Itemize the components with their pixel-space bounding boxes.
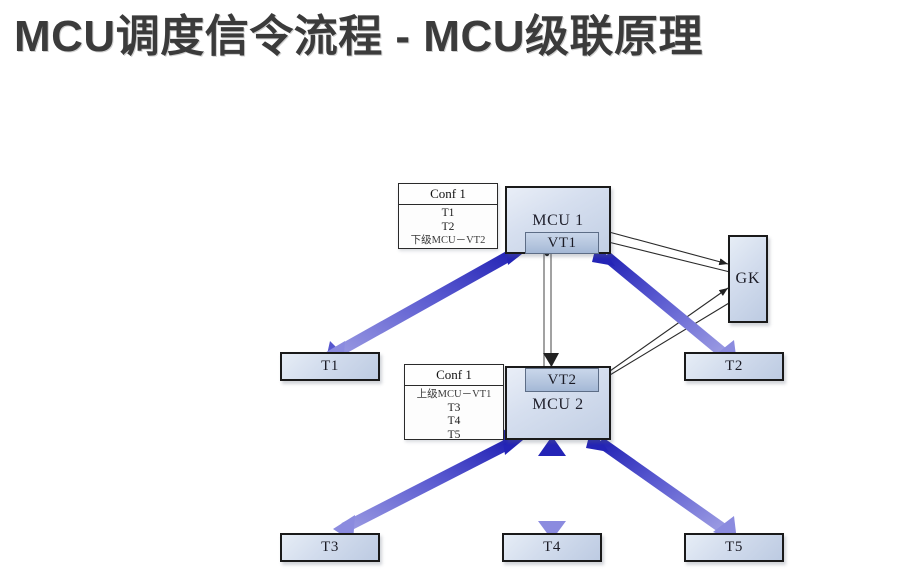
node-terminal-t5[interactable]: T5 [684,533,784,562]
node-terminal-t3-label: T3 [321,539,339,555]
node-terminal-t1-label: T1 [321,358,339,374]
link-mcu2-t3 [333,428,523,542]
node-vt1-label: VT1 [547,234,577,251]
node-mcu1[interactable]: MCU 1 VT1 [505,186,611,254]
node-terminal-t2[interactable]: T2 [684,352,784,381]
node-terminal-t4-label: T4 [543,539,561,555]
wire-vt1-to-gk [608,231,729,266]
node-vt2[interactable]: VT2 [525,368,599,392]
node-terminal-t5-label: T5 [725,539,743,555]
link-mcu1-t1 [324,248,520,368]
node-mcu1-label: MCU 1 [532,212,584,229]
conf-lower-body: 上级MCU－VT1 T3 T4 T5 [405,386,503,445]
conf-lower-header: Conf 1 [405,365,503,386]
conf-table-lower: Conf 1 上级MCU－VT1 T3 T4 T5 [404,364,504,441]
node-terminal-t4[interactable]: T4 [502,533,602,562]
node-terminal-t2-label: T2 [725,358,743,374]
page-title: MCU调度信令流程 - MCU级联原理 [14,12,704,61]
node-gk-label: GK [735,270,761,287]
conf-upper-body: T1 T2 下级MCU－VT2 [399,205,497,251]
link-mcu1-t2 [592,242,737,364]
node-mcu2-label: MCU 2 [532,396,584,413]
conf-lower-row-1: T3 [447,401,461,414]
conf-upper-row-2: 下级MCU－VT2 [410,235,486,246]
link-mcu2-t4 [538,436,566,540]
link-mcu2-t5 [586,428,737,541]
node-terminal-t1[interactable]: T1 [280,352,380,381]
node-vt1[interactable]: VT1 [525,232,599,254]
conf-lower-row-0: 上级MCU－VT1 [416,389,492,400]
wire-gk-to-vt1 [599,238,731,273]
node-terminal-t3[interactable]: T3 [280,533,380,562]
node-gk[interactable]: GK [728,235,768,323]
conf-table-upper: Conf 1 T1 T2 下级MCU－VT2 [398,183,498,249]
link-mcu1-t1-shaft [323,238,527,368]
conf-lower-row-3: T5 [447,428,461,441]
wire-vt1-vt2-arrowhead [543,353,559,367]
node-vt2-label: VT2 [547,371,577,388]
conf-upper-row-1: T2 [441,220,455,233]
conf-lower-row-2: T4 [447,415,461,427]
conf-upper-header: Conf 1 [399,184,497,205]
node-mcu2[interactable]: VT2 MCU 2 [505,366,611,440]
conf-upper-row-0: T1 [441,207,455,219]
